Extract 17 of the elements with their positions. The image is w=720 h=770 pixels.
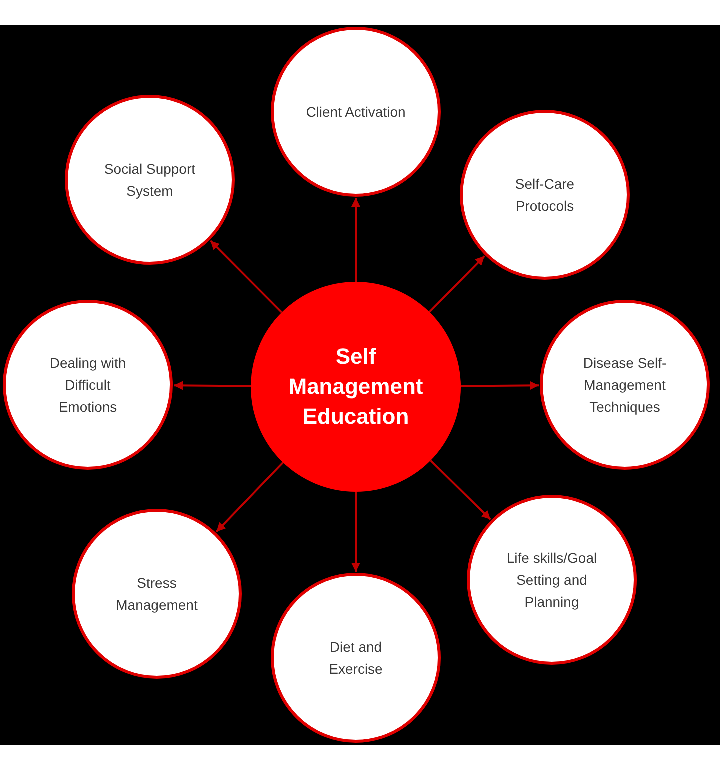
arrow bbox=[352, 198, 360, 282]
arrow bbox=[430, 460, 492, 520]
arrow bbox=[216, 462, 284, 533]
central-label: Self Management Education bbox=[288, 343, 424, 431]
topic-label: Disease Self-Management Techniques bbox=[582, 354, 668, 417]
topic-label: Diet and Exercise bbox=[328, 638, 384, 679]
arrow bbox=[428, 256, 486, 313]
topic-label: Self-Care Protocols bbox=[514, 175, 576, 216]
topic-label: Stress Management bbox=[115, 574, 199, 615]
arrow bbox=[174, 381, 252, 390]
topic-label: Client Activation bbox=[306, 103, 406, 122]
topic-label: Social Support System bbox=[103, 160, 197, 201]
topic-label: Life skills/Goal Setting and Planning bbox=[506, 549, 598, 612]
arrow bbox=[460, 381, 539, 390]
arrow bbox=[210, 240, 283, 314]
topic-label: Dealing with Difficult Emotions bbox=[48, 354, 128, 417]
arrow bbox=[352, 492, 360, 572]
